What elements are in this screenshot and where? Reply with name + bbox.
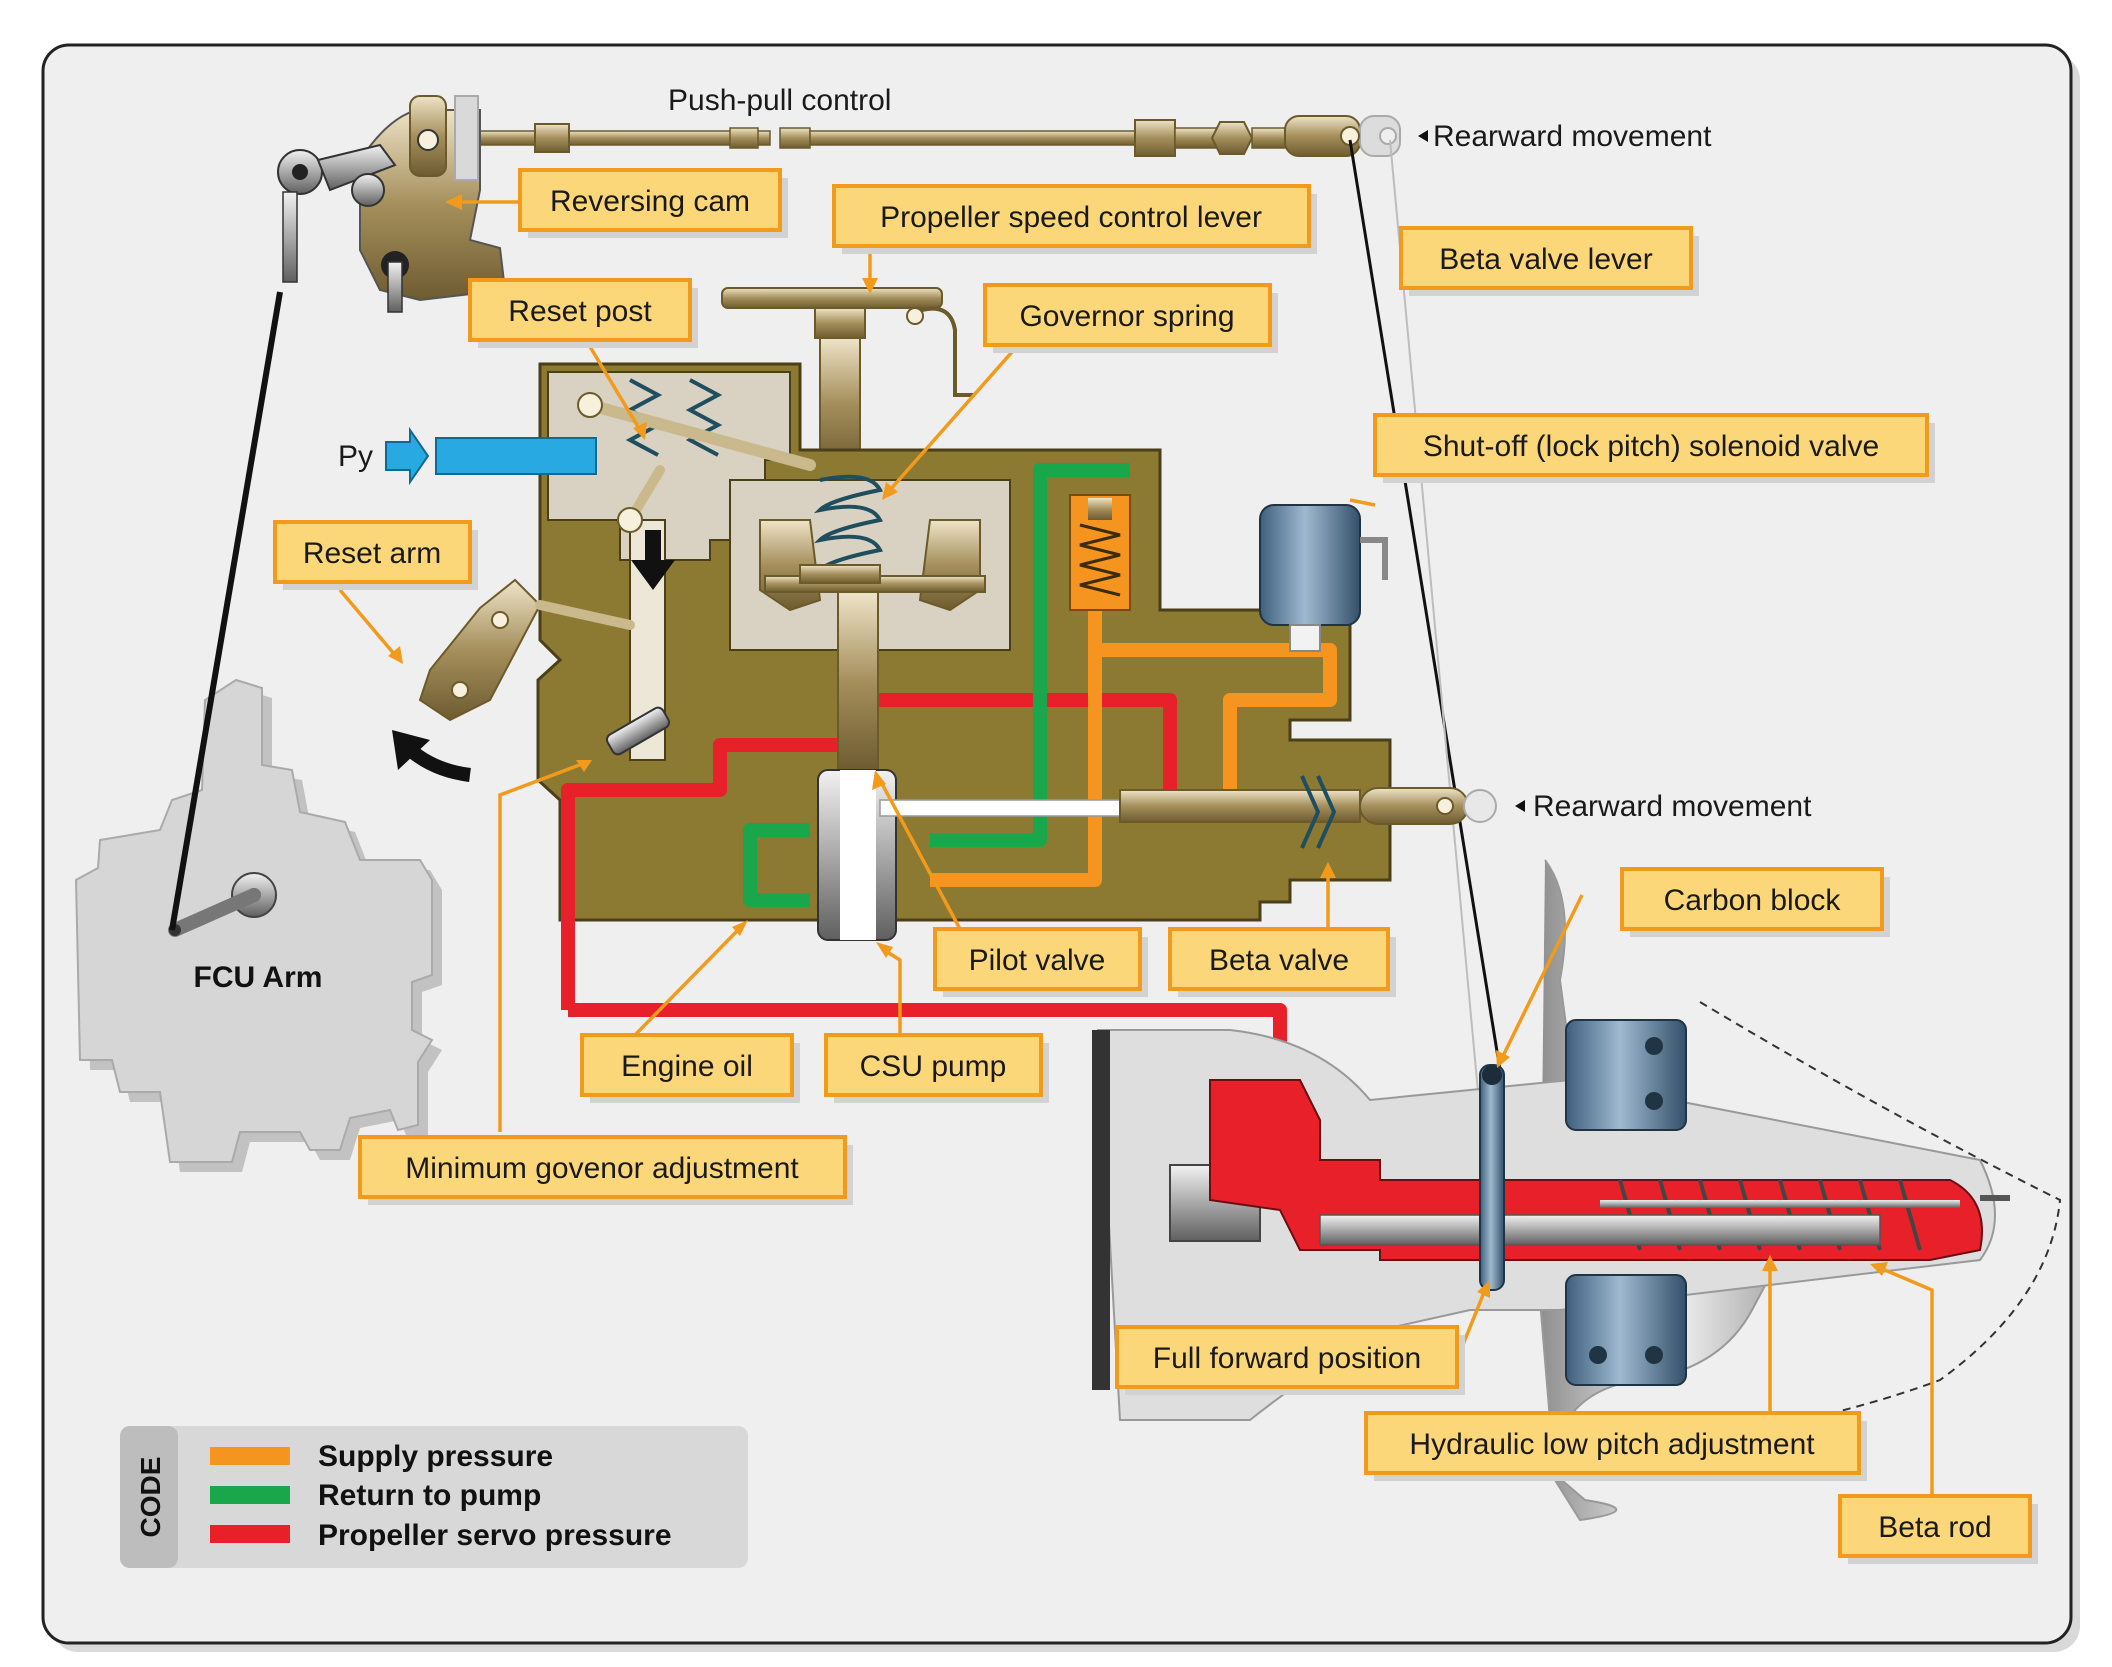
rotation-arrowhead — [392, 730, 430, 770]
supply-passages — [930, 550, 1337, 887]
callout-leaders — [338, 194, 1934, 1500]
min-governor-screw — [605, 706, 671, 756]
reset-arm-label: Reset arm — [303, 537, 441, 570]
prop-speed-lever-label: Propeller speed control lever — [880, 201, 1262, 234]
beta-valve-spool — [1119, 775, 1497, 849]
callout-prop-speed-lever: Propeller speed control lever — [832, 184, 1317, 254]
beta-valve-lever-wire — [1348, 139, 1502, 1071]
callout-beta-rod: Beta rod — [1838, 1494, 2038, 1564]
callout-beta-valve-lever: Beta valve lever — [1399, 226, 1699, 296]
fcu-body — [74, 678, 442, 1172]
callout-full-forward: Full forward position — [1115, 1325, 1465, 1395]
engine-oil-label: Engine oil — [621, 1050, 753, 1083]
pilot-valve-label: Pilot valve — [969, 944, 1106, 977]
callout-pilot-valve: Pilot valve — [933, 927, 1148, 997]
callout-min-governor: Minimum govenor adjustment — [358, 1135, 853, 1205]
callout-engine-oil: Engine oil — [580, 1033, 800, 1103]
governor-spring-coil — [813, 474, 883, 572]
rearward-mid-label: Rearward movement — [1533, 790, 1812, 823]
beta-valve-lever-label: Beta valve lever — [1439, 243, 1652, 276]
legend-label-servo: Propeller servo pressure — [318, 1519, 672, 1552]
reset-arm — [418, 578, 635, 722]
governor-spring-seat — [799, 564, 881, 584]
py-arrow — [385, 426, 430, 486]
callout-beta-valve: Beta valve — [1168, 927, 1396, 997]
min-governor-label: Minimum govenor adjustment — [405, 1152, 799, 1185]
callout-reset-arm: Reset arm — [273, 520, 478, 590]
reversing-cam-label: Reversing cam — [550, 185, 750, 218]
return-passages — [743, 463, 1130, 907]
full-forward-label: Full forward position — [1153, 1342, 1421, 1375]
legend-label-supply: Supply pressure — [318, 1440, 553, 1473]
py-inlet-bore — [435, 437, 597, 475]
rearward-top-label: Rearward movement — [1433, 120, 1712, 153]
pilot-valve-body — [817, 591, 897, 941]
callout-csu-pump: CSU pump — [824, 1033, 1049, 1103]
legend-swatch-servo — [210, 1525, 290, 1543]
propeller-hub — [1092, 859, 2062, 1522]
lever-down-arrow — [631, 530, 675, 590]
relief-valve — [1069, 494, 1131, 611]
legend-swatch-return — [210, 1486, 290, 1504]
shutoff-solenoid — [1259, 504, 1388, 652]
callout-reset-post: Reset post — [468, 278, 698, 348]
shutoff-solenoid-label: Shut-off (lock pitch) solenoid valve — [1423, 430, 1879, 463]
reversing-cam-assembly — [277, 95, 507, 313]
carbon-block-label: Carbon block — [1664, 884, 1842, 917]
beta-valve-label: Beta valve — [1209, 944, 1349, 977]
callout-carbon-block: Carbon block — [1620, 867, 1890, 937]
code-legend: CODE Supply pressure Return to pump Prop… — [120, 1426, 748, 1568]
py-label: Py — [338, 440, 373, 473]
hydraulic-low-pitch-label: Hydraulic low pitch adjustment — [1409, 1428, 1815, 1461]
fcu-arm-label: FCU Arm — [194, 961, 323, 994]
callout-reversing-cam: Reversing cam — [518, 168, 788, 238]
reset-lever — [584, 399, 816, 471]
legend-swatch-supply — [210, 1447, 290, 1465]
rearward-mid-arrowhead — [1515, 800, 1525, 812]
governor-spring-label: Governor spring — [1019, 300, 1234, 333]
reset-post-pivot — [577, 392, 603, 418]
fcu-link-rod — [169, 291, 283, 931]
beta-rod-label: Beta rod — [1878, 1511, 1991, 1544]
beta-passage — [879, 799, 1121, 817]
push-pull-label: Push-pull control — [668, 84, 891, 117]
callout-governor-spring: Governor spring — [983, 283, 1278, 353]
reset-post-label: Reset post — [508, 295, 652, 328]
callout-hydraulic-low-pitch: Hydraulic low pitch adjustment — [1364, 1411, 1867, 1481]
push-pull-rod — [469, 115, 1401, 157]
propeller-speed-control-lever — [721, 287, 975, 469]
rearward-top-arrowhead — [1418, 130, 1428, 142]
legend-title-bg — [120, 1426, 178, 1568]
callout-shutoff-solenoid: Shut-off (lock pitch) solenoid valve — [1373, 413, 1935, 483]
legend-label-return: Return to pump — [318, 1479, 541, 1512]
legend-title: CODE — [135, 1457, 166, 1538]
beta-valve-lever-shadow — [1389, 139, 1489, 1201]
reset-link-pivot — [617, 507, 643, 533]
csu-pump-label: CSU pump — [860, 1050, 1007, 1083]
